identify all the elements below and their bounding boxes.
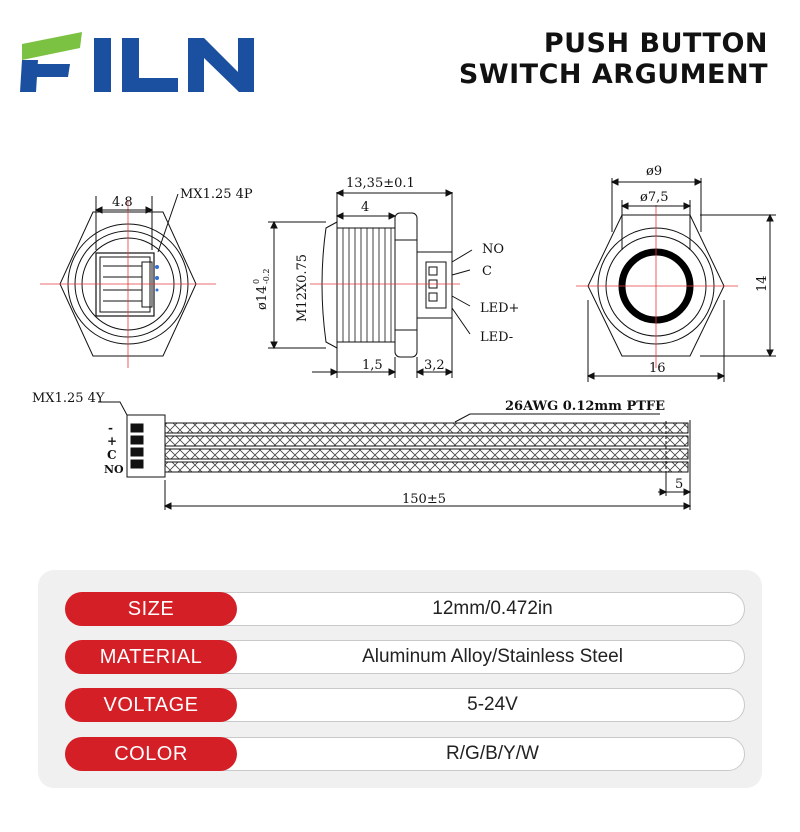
side-dim-nut: 3,2 bbox=[424, 358, 445, 373]
front-led-dot-3 bbox=[155, 288, 159, 292]
spec-row-voltage: 5-24V VOLTAGE bbox=[65, 688, 745, 722]
cable-pin-c: C bbox=[107, 448, 117, 462]
side-dim-thread: 4 bbox=[361, 200, 369, 215]
rear-view bbox=[576, 178, 776, 382]
cable-pin-no: NO bbox=[104, 463, 124, 476]
front-connector-label: MX1.25 4P bbox=[180, 187, 253, 202]
side-pin-c: C bbox=[482, 264, 492, 279]
spec-row-material: Aluminum Alloy/Stainless Steel MATERIAL bbox=[65, 640, 745, 674]
cable-wire-spec: 26AWG 0.12mm PTFE bbox=[505, 399, 665, 414]
cable-wires bbox=[164, 422, 689, 473]
rear-dim-inner: ø7,5 bbox=[640, 190, 669, 205]
spec-label: MATERIAL bbox=[65, 640, 237, 674]
side-dim-diameter-sup: 0 bbox=[252, 279, 261, 284]
side-pin-led-minus: LED- bbox=[480, 330, 513, 345]
front-led-dot-2 bbox=[155, 276, 159, 280]
spec-value: Aluminum Alloy/Stainless Steel bbox=[362, 646, 623, 667]
front-view bbox=[40, 193, 216, 368]
side-dim-diameter-sub: -0.2 bbox=[262, 269, 271, 284]
filn-logo bbox=[20, 32, 254, 92]
side-dim-flange: 1,5 bbox=[362, 358, 383, 373]
side-nut bbox=[394, 212, 418, 358]
rear-dim-height: 14 bbox=[755, 275, 770, 292]
front-led-dot-1 bbox=[155, 265, 159, 269]
front-dim-width: 4.8 bbox=[112, 195, 133, 210]
side-thread bbox=[336, 227, 396, 343]
logo-letter-l bbox=[122, 38, 178, 92]
cable-assembly bbox=[98, 401, 692, 510]
spec-label: VOLTAGE bbox=[65, 688, 237, 722]
page-heading: PUSH BUTTON SWITCH ARGUMENT bbox=[459, 28, 768, 90]
side-thread-label: M12X0.75 bbox=[295, 254, 310, 322]
logo-letter-n bbox=[188, 38, 254, 92]
cable-pin-plus: + bbox=[107, 434, 117, 448]
spec-label: COLOR bbox=[65, 737, 237, 771]
spec-row-color: R/G/B/Y/W COLOR bbox=[65, 737, 745, 771]
side-dim-diameter-main: ø14 bbox=[255, 286, 270, 310]
logo-letter-i bbox=[94, 38, 111, 92]
cable-connector-label: MX1.25 4Y bbox=[32, 391, 105, 406]
heading-line-2: SWITCH ARGUMENT bbox=[458, 59, 768, 90]
spec-panel: 12mm/0.472in SIZE Aluminum Alloy/Stainle… bbox=[38, 570, 762, 788]
spec-value: 12mm/0.472in bbox=[432, 598, 553, 619]
spec-value: 5-24V bbox=[467, 694, 518, 715]
side-view bbox=[268, 189, 473, 378]
technical-drawing: 4.8 MX1.25 4P 13,35±0 bbox=[32, 164, 776, 510]
spec-row-size: 12mm/0.472in SIZE bbox=[65, 592, 745, 626]
front-connector bbox=[95, 252, 155, 317]
cable-dim-strip: 5 bbox=[675, 477, 683, 492]
heading-line-1: PUSH BUTTON bbox=[543, 28, 768, 59]
spec-label: SIZE bbox=[65, 592, 237, 626]
side-pin-no: NO bbox=[482, 242, 504, 257]
side-pin-led-plus: LED+ bbox=[480, 301, 519, 316]
spec-value: R/G/B/Y/W bbox=[446, 743, 539, 764]
side-flange bbox=[321, 221, 338, 349]
rear-dim-width: 16 bbox=[649, 361, 666, 376]
side-dim-length: 13,35±0.1 bbox=[346, 176, 415, 191]
side-dim-diameter: ø14 0 -0.2 bbox=[252, 269, 271, 310]
cable-pin-minus: - bbox=[108, 421, 113, 435]
cable-dim-length: 150±5 bbox=[402, 492, 446, 507]
rear-dim-outer: ø9 bbox=[646, 164, 662, 179]
side-connector bbox=[416, 251, 453, 319]
logo-letter-f bbox=[20, 32, 82, 92]
